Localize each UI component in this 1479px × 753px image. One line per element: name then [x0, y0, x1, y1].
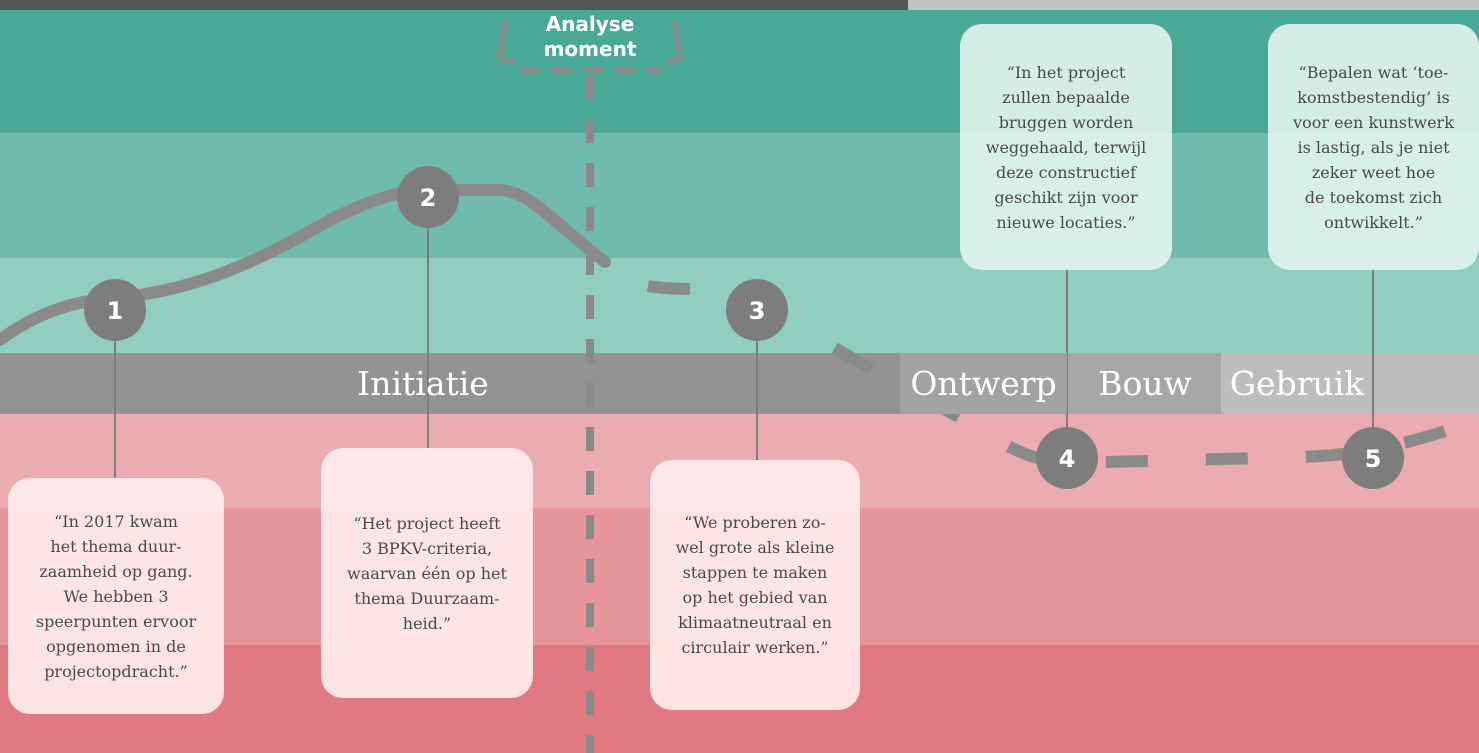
quote-bubble-5: “Bepalen wat ‘toe- komstbestendig’ is vo… [1268, 24, 1479, 270]
marker-3: 3 [726, 279, 788, 341]
marker-2-label: 2 [420, 184, 437, 212]
quote-bubble-4: “In het project zullen bepaalde bruggen … [960, 24, 1172, 270]
quote-bubble-3: “We proberen zo- wel grote als kleine st… [650, 460, 860, 710]
phase-bar-light-section [1067, 353, 1221, 414]
band-top-green [0, 0, 1479, 133]
band-mid-green [0, 133, 1479, 258]
marker-2: 2 [397, 166, 459, 228]
quote-bubble-2: “Het project heeft 3 BPKV-criteria, waar… [321, 448, 533, 698]
marker-3-label: 3 [749, 297, 766, 325]
marker-4-label: 4 [1059, 445, 1076, 473]
phase-bar-lightest-section [1221, 353, 1479, 414]
marker-1: 1 [84, 279, 146, 341]
phase-ontwerp: Ontwerp [900, 353, 1067, 414]
marker-5: 5 [1342, 427, 1404, 489]
phase-initiatie: Initiatie [357, 364, 489, 403]
quote-bubble-1: “In 2017 kwam het thema duur- zaamheid o… [8, 478, 224, 714]
marker-1-label: 1 [107, 297, 124, 325]
phase-bouw: Bouw [1098, 364, 1192, 403]
marker-4: 4 [1036, 427, 1098, 489]
top-grey-strip [908, 0, 1479, 10]
analyse-frame [497, 19, 683, 65]
top-photo-strip [0, 0, 908, 10]
phase-gebruik: Gebruik [1229, 364, 1365, 403]
marker-5-label: 5 [1365, 445, 1382, 473]
analyse-moment-label: Analyse moment [543, 12, 637, 61]
